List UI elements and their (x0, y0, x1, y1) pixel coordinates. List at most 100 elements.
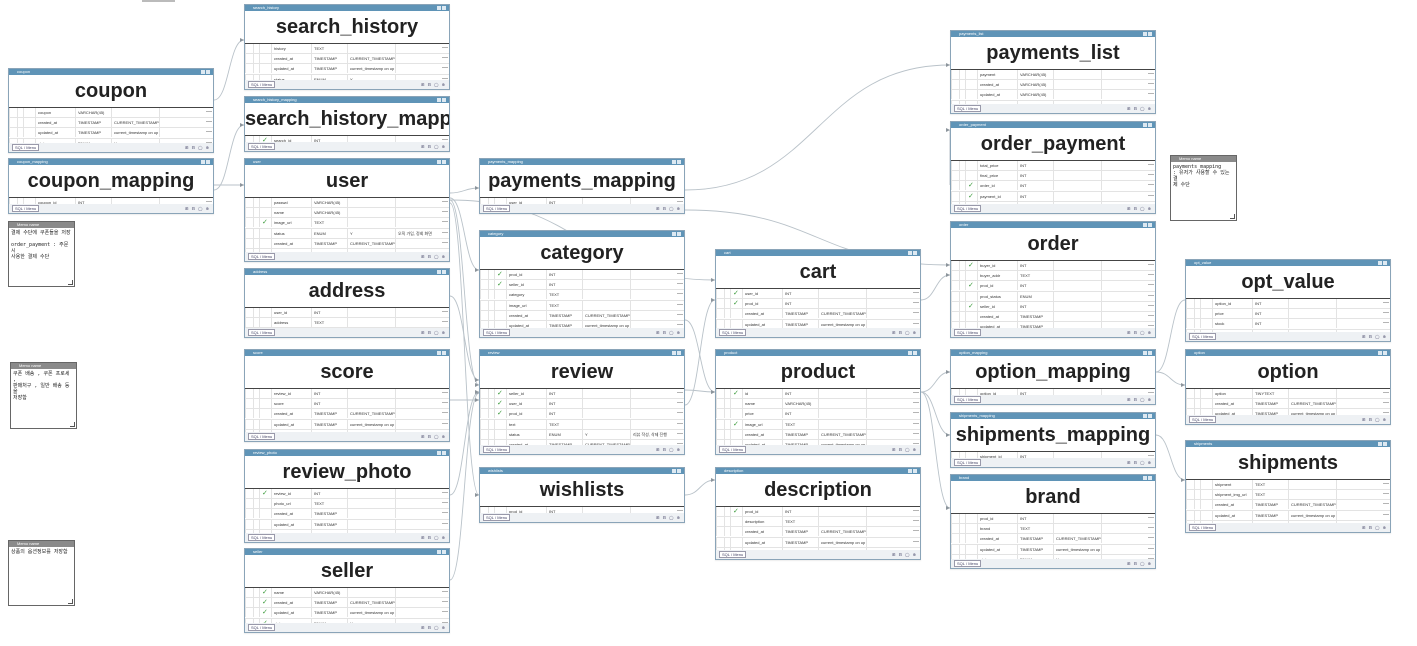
table-titlebar[interactable]: coupon_mapping (9, 159, 213, 165)
minimize-icon[interactable] (1143, 32, 1147, 36)
remove-column-icon[interactable]: — (206, 199, 212, 204)
remove-column-icon[interactable]: — (677, 291, 683, 298)
sql-menu-button[interactable]: SQL / Menu (248, 329, 276, 336)
sql-menu-button[interactable]: SQL / Menu (954, 560, 982, 567)
window-buttons[interactable] (671, 231, 683, 237)
check-icon[interactable] (730, 537, 745, 547)
check-icon[interactable] (1200, 490, 1215, 500)
remove-column-icon[interactable]: — (442, 400, 448, 407)
remove-column-icon[interactable]: — (913, 518, 919, 525)
check-icon[interactable] (965, 514, 980, 523)
remove-column-icon[interactable]: — (442, 619, 448, 623)
relation-line[interactable] (920, 391, 951, 509)
check-icon[interactable] (259, 499, 274, 509)
check-icon[interactable] (730, 517, 745, 527)
remove-column-icon[interactable]: — (442, 430, 448, 432)
table-titlebar[interactable]: review (480, 350, 684, 356)
check-icon[interactable] (1200, 299, 1215, 308)
minimize-icon[interactable] (1378, 261, 1382, 265)
sql-menu-button[interactable]: SQL / Menu (248, 143, 276, 150)
table-tool-icons[interactable]: ⊞ ⊟ ◯ ⊕ (1127, 460, 1152, 465)
relation-line[interactable] (449, 187, 480, 194)
minimize-icon[interactable] (201, 70, 205, 74)
window-buttons[interactable] (1142, 413, 1154, 419)
minimize-icon[interactable] (1143, 414, 1147, 418)
remove-column-icon[interactable]: — (1383, 521, 1389, 523)
check-icon[interactable] (1200, 409, 1215, 415)
window-buttons[interactable] (907, 250, 919, 256)
check-icon[interactable] (730, 399, 745, 409)
minimize-icon[interactable] (672, 351, 676, 355)
table-tool-icons[interactable]: ⊞ ⊟ ◯ ⊕ (656, 330, 681, 335)
table-tool-icons[interactable]: ⊞ ⊟ ◯ ⊕ (656, 515, 681, 520)
table-tool-icons[interactable]: ⊞ ⊟ ◯ ⊕ (1362, 525, 1387, 530)
check-icon[interactable] (965, 201, 980, 204)
check-icon[interactable] (23, 118, 38, 128)
sql-menu-button[interactable]: SQL / Menu (483, 446, 511, 453)
check-icon[interactable] (494, 419, 509, 429)
check-icon[interactable] (965, 90, 980, 100)
check-icon[interactable] (1200, 480, 1215, 489)
check-icon[interactable] (1200, 500, 1215, 510)
remove-column-icon[interactable]: — (1148, 525, 1154, 532)
remove-column-icon[interactable]: — (913, 310, 919, 317)
table-titlebar[interactable]: payments_mapping (480, 159, 684, 165)
resize-handle-icon[interactable] (68, 599, 73, 604)
minimize-icon[interactable] (437, 550, 441, 554)
check-icon[interactable]: ✓ (730, 507, 745, 516)
minimize-icon[interactable] (437, 98, 441, 102)
check-icon[interactable] (965, 554, 980, 559)
sql-menu-button[interactable]: SQL / Menu (12, 205, 40, 212)
remove-column-icon[interactable]: — (677, 271, 683, 277)
check-icon[interactable] (259, 208, 274, 218)
check-icon[interactable]: ✓ (965, 181, 980, 191)
remove-column-icon[interactable]: — (1148, 312, 1154, 319)
remove-column-icon[interactable]: — (1148, 81, 1154, 88)
check-icon[interactable] (965, 100, 980, 104)
sql-menu-button[interactable]: SQL / Menu (719, 329, 747, 336)
minimize-icon[interactable] (437, 6, 441, 10)
relation-line[interactable] (213, 124, 245, 191)
memo-titlebar[interactable]: Memo name (1171, 156, 1236, 162)
close-icon[interactable] (442, 550, 446, 554)
remove-column-icon[interactable]: — (1148, 515, 1154, 521)
sql-menu-button[interactable]: SQL / Menu (719, 446, 747, 453)
check-icon[interactable]: ✓ (494, 280, 509, 290)
check-icon[interactable] (730, 409, 745, 419)
check-icon[interactable] (730, 527, 745, 537)
table-tool-icons[interactable]: ⊞ ⊟ ◯ ⊕ (892, 552, 917, 557)
remove-column-icon[interactable]: — (442, 65, 448, 72)
table-tool-icons[interactable]: ⊞ ⊟ ◯ ⊕ (1127, 561, 1152, 566)
window-buttons[interactable] (1142, 475, 1154, 481)
window-buttons[interactable] (436, 450, 448, 456)
remove-column-icon[interactable]: — (442, 599, 448, 606)
table-tool-icons[interactable]: ⊞ ⊟ ◯ ⊕ (656, 447, 681, 452)
check-icon[interactable] (259, 74, 274, 80)
close-icon[interactable] (442, 351, 446, 355)
check-icon[interactable] (494, 439, 509, 445)
relation-line[interactable] (684, 389, 716, 393)
